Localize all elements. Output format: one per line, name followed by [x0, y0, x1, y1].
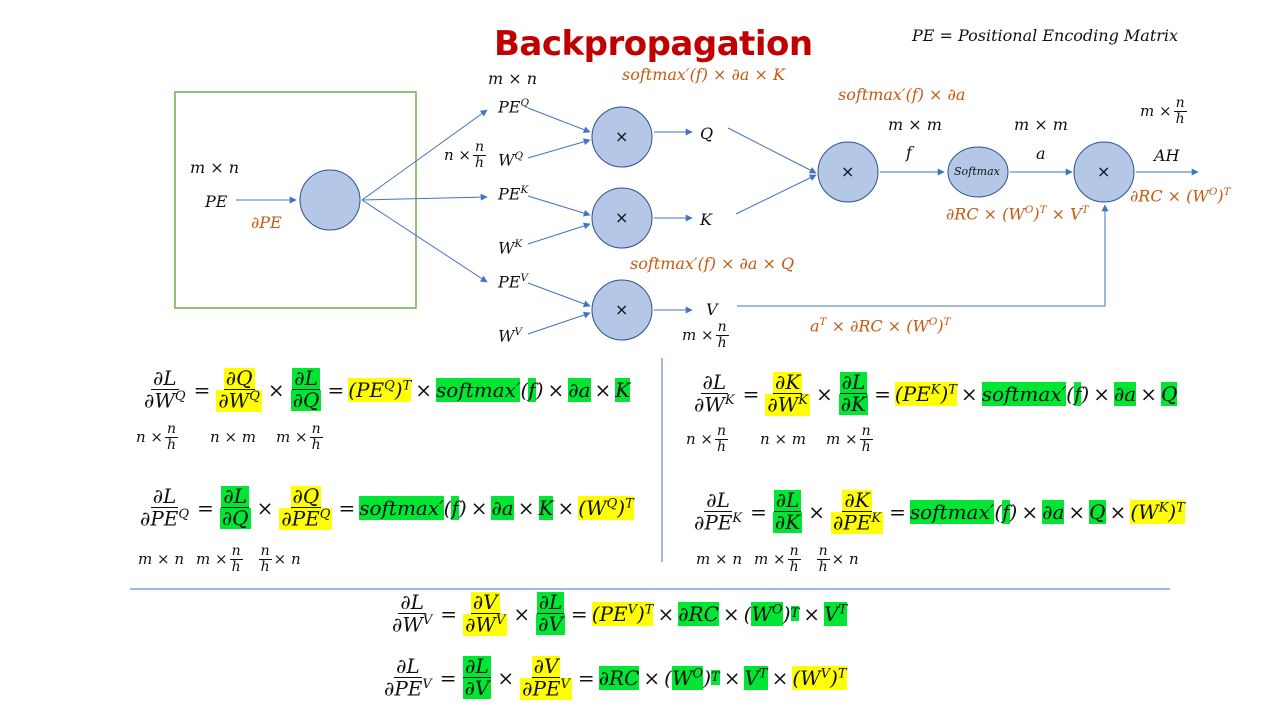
f-label: f: [906, 143, 912, 162]
edge-to-pev: [361, 199, 488, 283]
eq-dl-dwk: ∂L∂WK = ∂K∂WK × ∂L∂K = (PEK)T × softmax′…: [694, 370, 1178, 417]
edge-k-mult: [735, 174, 817, 215]
eq-dl-dpev: ∂L∂PEV = ∂L∂V × ∂V∂PEV = ∂RC × (WO)T ×VT…: [384, 654, 847, 701]
input-node: [299, 169, 361, 231]
eq-dl-dpeq: ∂L∂PEQ = ∂L∂Q × ∂Q∂PEQ = softmax′(f) ×∂a…: [140, 484, 634, 531]
peq-dims: m × n: [488, 69, 538, 88]
pev-label: PEV: [498, 272, 528, 292]
wk-label: WK: [498, 238, 523, 258]
page-title: Backpropagation: [494, 24, 813, 64]
wq-label: WQ: [498, 150, 523, 170]
edge-wk-mult: [527, 222, 591, 245]
input-dims: m × n: [190, 158, 240, 177]
mult-node-av: [1073, 141, 1135, 203]
pek-label: PEK: [498, 184, 529, 204]
mult-symbol-q: ×: [615, 127, 629, 146]
grad-v: aT × ∂RC × (WO)T: [810, 316, 951, 336]
edge-to-pek: [361, 193, 488, 201]
mult-node-qk: [817, 141, 879, 203]
mult-node-q: [591, 106, 653, 168]
edge-pev-mult: [527, 282, 591, 308]
input-box: [174, 91, 417, 309]
wv-label: WV: [498, 326, 522, 346]
edge-v-mult: [737, 204, 1109, 307]
ah-label: AH: [1154, 146, 1180, 165]
grad-q: softmax′(f) × ∂a × K: [622, 65, 785, 84]
eq-dl-dwv: ∂L∂WV = ∂V∂WV × ∂L∂V = (PEV)T ×∂RC × (WO…: [392, 590, 848, 637]
edge-wq-mult: [527, 138, 591, 159]
mult-symbol-av: ×: [1097, 162, 1111, 181]
edge-wv-mult: [527, 311, 591, 335]
legend-note: PE = Positional Encoding Matrix: [912, 26, 1179, 45]
f-dims: m × m: [888, 115, 942, 134]
grad-f: softmax′(f) × ∂a: [838, 85, 966, 104]
grad-k: softmax′(f) × ∂a × Q: [630, 254, 795, 273]
edge-pek-mult: [527, 195, 591, 217]
mult-node-v: [591, 279, 653, 341]
mult-symbol-v: ×: [615, 300, 629, 319]
input-grad: ∂PE: [251, 213, 282, 232]
a-dims: m × m: [1014, 115, 1068, 134]
edge-to-peq: [361, 109, 488, 201]
eq-dl-dwq: ∂L∂WQ = ∂Q∂WQ × ∂L∂Q = (PEQ)T × softmax′…: [144, 366, 631, 413]
grad-a: ∂RC × (WO)T × VT: [946, 204, 1089, 224]
softmax-node: [947, 146, 1009, 198]
grad-ah: ∂RC × (WO)T: [1130, 186, 1231, 206]
mult-symbol-k: ×: [615, 208, 629, 227]
a-label: a: [1036, 144, 1046, 163]
input-label: PE: [205, 192, 228, 211]
q-label: Q: [700, 124, 714, 143]
softmax-node-label: Softmax: [954, 165, 1000, 178]
mult-node-k: [591, 187, 653, 249]
mult-symbol-qk: ×: [841, 162, 855, 181]
edge-q-mult: [727, 127, 817, 174]
eq-dl-dpek: ∂L∂PEK = ∂L∂K × ∂K∂PEK = softmax′(f) ×∂a…: [694, 488, 1185, 535]
edge-peq-mult: [527, 107, 591, 133]
k-label: K: [700, 210, 712, 229]
peq-label: PEQ: [498, 97, 529, 117]
v-label: V: [706, 300, 718, 319]
